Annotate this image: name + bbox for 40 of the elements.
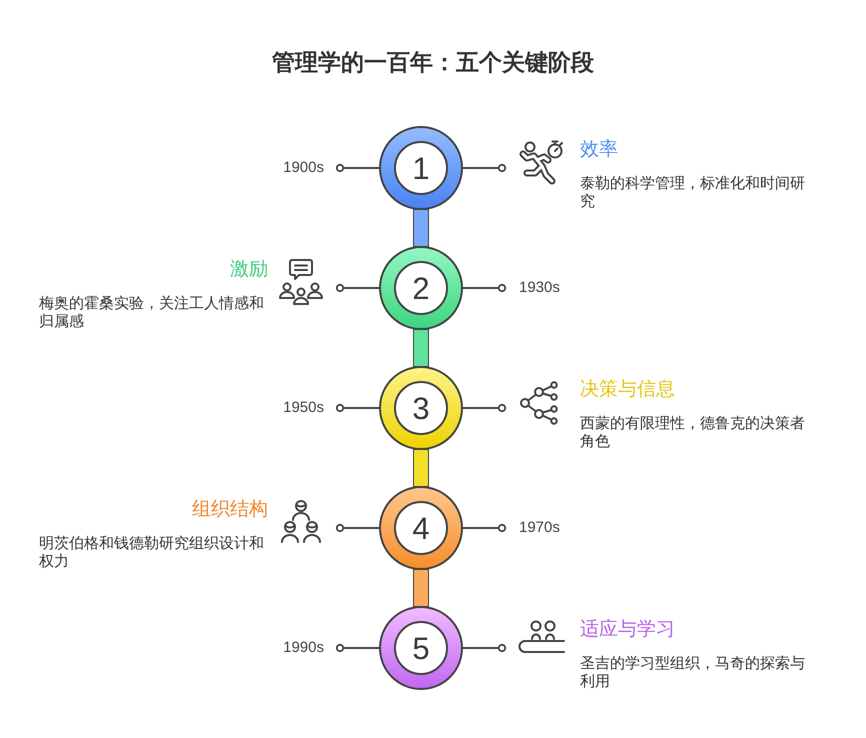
- phase-description: 圣吉的学习型组织，马奇的探索与利用: [580, 655, 806, 691]
- numbered-ring: [379, 606, 463, 690]
- year-label: 1950s: [276, 396, 336, 420]
- connector-bar: [414, 450, 428, 486]
- phase-heading: 效率: [580, 138, 618, 162]
- connector-bar: [414, 330, 428, 366]
- year-label: 1990s: [276, 636, 336, 660]
- year-label: 1900s: [276, 156, 336, 180]
- numbered-ring: [379, 126, 463, 210]
- step-number: 1: [412, 152, 430, 184]
- connector-line: [463, 404, 506, 412]
- phase-heading: 激励: [230, 258, 268, 282]
- numbered-ring: [379, 366, 463, 450]
- phase-heading: 决策与信息: [580, 378, 675, 402]
- connector-line: [336, 524, 379, 532]
- connector-line: [463, 644, 506, 652]
- phase-description: 西蒙的有限理性，德鲁克的决策者角色: [580, 415, 806, 451]
- step-number: 5: [412, 632, 430, 664]
- phase-heading: 组织结构: [192, 498, 268, 522]
- numbered-ring: [379, 246, 463, 330]
- connector-line: [336, 644, 379, 652]
- connector-line: [336, 404, 379, 412]
- phase-heading: 适应与学习: [580, 618, 675, 642]
- page-title: 管理学的一百年：五个关键阶段: [272, 48, 594, 77]
- phase-description: 泰勒的科学管理，标准化和时间研究: [580, 175, 806, 211]
- year-label: 1970s: [506, 516, 566, 540]
- step-number: 2: [412, 272, 430, 304]
- connector-line: [336, 284, 379, 292]
- year-label: 1930s: [506, 276, 566, 300]
- connector-line: [463, 524, 506, 532]
- connector-line: [463, 164, 506, 172]
- phase-description: 明茨伯格和钱德勒研究组织设计和权力: [39, 535, 265, 571]
- phase-description: 梅奥的霍桑实验，关注工人情感和归属感: [39, 295, 265, 331]
- connector-line: [463, 284, 506, 292]
- step-number: 3: [412, 392, 430, 424]
- connector-bar: [414, 210, 428, 246]
- numbered-ring: [379, 486, 463, 570]
- connector-bar: [414, 570, 428, 606]
- connector-line: [336, 164, 379, 172]
- step-number: 4: [412, 512, 430, 544]
